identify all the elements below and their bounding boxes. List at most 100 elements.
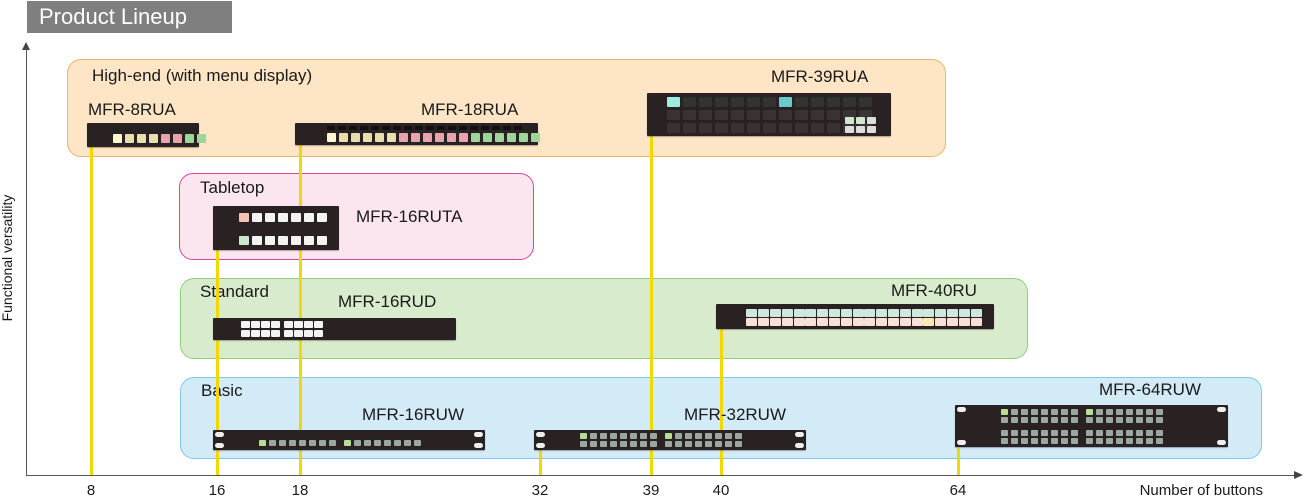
device-button — [1146, 430, 1153, 436]
rack-ear — [957, 407, 966, 412]
device-button — [1001, 438, 1008, 444]
device-button — [349, 126, 357, 130]
device-image-mfr-16ruta — [213, 206, 339, 250]
device-button — [149, 134, 158, 143]
device-button — [715, 110, 728, 120]
device-button — [876, 318, 887, 326]
device-button — [731, 123, 744, 133]
device-button — [699, 123, 712, 133]
group-label: Standard — [200, 282, 269, 301]
device-button — [805, 318, 816, 326]
product-name: MFR-18RUA — [421, 100, 519, 119]
device-button — [630, 433, 637, 439]
device-button — [1156, 438, 1163, 444]
product-name: MFR-40RU — [891, 281, 977, 300]
device-button — [1011, 438, 1018, 444]
product-name: MFR-16RUD — [338, 292, 437, 311]
x-axis-label: Number of buttons — [1139, 482, 1263, 499]
device-button — [414, 440, 421, 446]
device-button — [856, 126, 865, 133]
device-button — [239, 236, 249, 245]
device-button — [665, 433, 672, 439]
device-button — [197, 134, 206, 143]
device-image-mfr-64ruw — [955, 405, 1228, 447]
device-button — [1106, 409, 1113, 415]
device-button — [161, 134, 170, 143]
device-button — [284, 321, 293, 328]
device-button — [811, 97, 824, 107]
device-button — [640, 441, 647, 447]
y-axis-arrow — [22, 42, 30, 50]
device-button — [314, 321, 323, 328]
device-button — [1116, 438, 1123, 444]
device-button — [770, 309, 781, 317]
device-button — [338, 126, 346, 130]
device-button — [1001, 430, 1008, 436]
device-button — [289, 440, 296, 446]
device-button — [829, 309, 840, 317]
device-button — [1086, 409, 1093, 415]
device-button — [294, 321, 303, 328]
x-tick-label: 40 — [712, 482, 730, 499]
device-button — [758, 318, 769, 326]
device-button — [483, 133, 492, 142]
device-button — [859, 97, 872, 107]
group-label: Basic — [201, 381, 243, 400]
device-button — [252, 236, 262, 245]
device-button — [251, 321, 260, 328]
device-button — [735, 441, 742, 447]
device-button — [859, 123, 872, 133]
device-button — [415, 126, 423, 130]
device-image-mfr-40ru — [716, 304, 994, 329]
x-axis-arrow — [1294, 471, 1303, 479]
device-button — [314, 330, 323, 337]
device-button — [779, 123, 792, 133]
device-button — [1156, 417, 1163, 423]
device-button — [827, 110, 840, 120]
device-button — [610, 441, 617, 447]
device-button — [725, 441, 732, 447]
device-button — [699, 110, 712, 120]
device-button — [125, 134, 134, 143]
device-button — [843, 97, 856, 107]
device-button — [705, 441, 712, 447]
device-button — [387, 133, 396, 142]
device-button — [269, 440, 276, 446]
device-button — [393, 126, 401, 130]
device-button — [699, 97, 712, 107]
device-button — [1146, 417, 1153, 423]
device-button — [299, 440, 306, 446]
device-button — [1071, 409, 1078, 415]
rack-ear — [215, 443, 224, 448]
device-button — [843, 110, 856, 120]
device-button — [317, 236, 327, 245]
device-button — [747, 123, 760, 133]
device-button — [1156, 430, 1163, 436]
device-button — [514, 126, 522, 130]
x-tick-label: 32 — [531, 482, 549, 499]
group-label: High-end (with menu display) — [92, 66, 313, 85]
device-button — [1136, 438, 1143, 444]
device-button — [675, 433, 682, 439]
device-button — [859, 110, 872, 120]
device-button — [399, 133, 408, 142]
device-button — [935, 309, 946, 317]
device-button — [481, 126, 489, 130]
device-button — [705, 433, 712, 439]
device-button — [354, 440, 361, 446]
device-button — [519, 133, 528, 142]
device-button — [630, 441, 637, 447]
product-name: MFR-8RUA — [88, 100, 176, 119]
device-button — [779, 110, 792, 120]
device-button — [448, 126, 456, 130]
device-button — [747, 97, 760, 107]
x-axis — [26, 475, 1296, 476]
device-button — [763, 110, 776, 120]
product-name: MFR-64RUW — [1099, 380, 1201, 399]
device-button — [590, 441, 597, 447]
device-button — [327, 133, 336, 142]
device-button — [1021, 409, 1028, 415]
device-button — [600, 433, 607, 439]
device-button — [1086, 430, 1093, 436]
device-button — [146, 127, 154, 131]
